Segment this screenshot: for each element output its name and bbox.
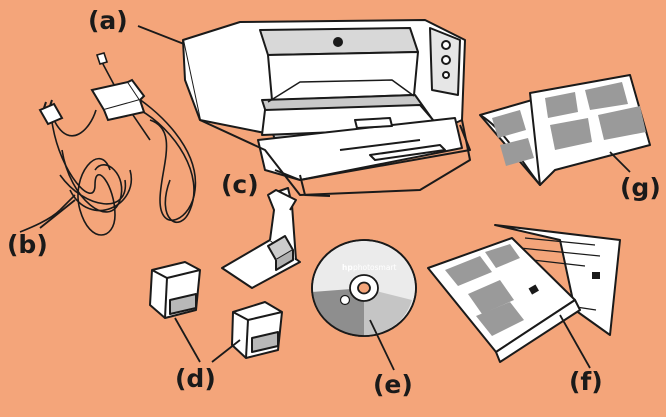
leader-d1 — [174, 317, 201, 363]
leader-e — [369, 319, 395, 371]
print-cartridges — [149, 261, 283, 359]
printer — [182, 19, 471, 197]
leader-g — [609, 151, 631, 173]
user-guides — [427, 224, 621, 363]
software-cd — [311, 239, 417, 337]
leader-lines — [39, 25, 631, 371]
callout-b: (b) — [7, 230, 48, 259]
cd-brand-text: hp — [342, 263, 353, 272]
setup-poster — [479, 74, 651, 186]
callout-c: (c) — [221, 170, 259, 199]
callout-g: (g) — [620, 173, 661, 202]
leader-d2 — [211, 339, 241, 363]
leader-f — [559, 314, 591, 369]
callout-a: (a) — [88, 6, 128, 35]
power-cord — [19, 52, 197, 236]
callout-e: (e) — [373, 370, 413, 399]
cd-product-text: photosmart — [353, 263, 397, 272]
leader-b — [39, 199, 76, 229]
leader-a — [137, 25, 185, 45]
callout-f: (f) — [569, 367, 603, 396]
callout-d: (d) — [175, 364, 216, 393]
cartridge-protector — [221, 187, 301, 289]
